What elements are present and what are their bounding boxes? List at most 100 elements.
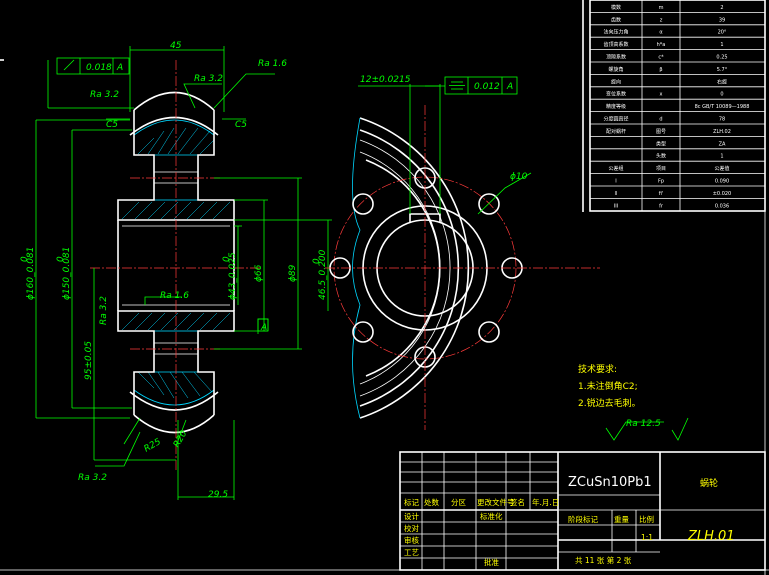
param-cell: 项目 bbox=[656, 166, 666, 172]
param-cell: fr bbox=[659, 203, 664, 209]
tb-date: 年.月.日 bbox=[532, 497, 559, 507]
dim-d89: ϕ89 bbox=[288, 264, 298, 282]
param-cell: d bbox=[659, 117, 662, 123]
roughness-bore: Ra 1.6 bbox=[160, 291, 189, 301]
param-cell: 分度圆直径 bbox=[603, 116, 628, 123]
param-cell: 配对蜗杆 bbox=[606, 128, 626, 135]
tb-biaoji: 标记 bbox=[404, 497, 419, 507]
param-cell: III bbox=[614, 203, 618, 209]
param-cell: fi' bbox=[659, 191, 664, 197]
param-cell: 0.090 bbox=[715, 179, 729, 185]
param-cell: ZLH.02 bbox=[713, 129, 731, 135]
hole-2 bbox=[478, 193, 500, 215]
dim-295: 29.5 bbox=[208, 490, 228, 500]
param-cell: 公差值 bbox=[714, 165, 729, 172]
param-cell: β bbox=[659, 67, 662, 73]
param-cell: 2 bbox=[720, 5, 723, 11]
param-cell: 头数 bbox=[656, 153, 666, 160]
datum-a-label: A bbox=[116, 63, 123, 73]
tb-wenjian: 更改文件号 bbox=[477, 497, 515, 507]
notes-title: 技术要求: bbox=[578, 363, 617, 375]
hole-dia: ϕ10 bbox=[510, 172, 528, 182]
notes-line2: 2.锐边去毛刺。 bbox=[578, 397, 641, 409]
param-cell: II bbox=[615, 191, 618, 197]
roughness-ra16: Ra 1.6 bbox=[258, 59, 287, 69]
roughness-ra125: Ra 12.5 bbox=[626, 419, 661, 429]
hole-4 bbox=[478, 321, 500, 343]
dim-d160-top: 0 bbox=[20, 256, 30, 262]
dim-d465: 46.5_0.200 bbox=[318, 249, 328, 300]
tb-weight: 重量 bbox=[614, 515, 629, 524]
dim-d150-top: 0 bbox=[56, 256, 66, 262]
datum-a-end: A bbox=[506, 82, 513, 92]
roughness-ra32-b: Ra 3.2 bbox=[194, 74, 223, 84]
tb-qianming: 签名 bbox=[510, 497, 525, 507]
chamfer-c5-left: C5 bbox=[106, 120, 118, 130]
param-cell: 螺旋角 bbox=[608, 66, 623, 73]
param-cell: 0.036 bbox=[715, 203, 729, 209]
dim-d43-top: 0 bbox=[222, 256, 232, 262]
param-cell: α bbox=[659, 30, 663, 36]
param-cell: 模数 bbox=[611, 4, 621, 11]
tol-symmetry-value: 0.012 bbox=[474, 82, 500, 92]
dim-d150: ϕ150_0.081 bbox=[62, 247, 72, 300]
roughness-ra32: Ra 3.2 bbox=[90, 90, 119, 100]
tb-chushu: 处数 bbox=[424, 497, 439, 507]
chamfer-c5-right: C5 bbox=[235, 120, 247, 130]
title-block-text: 标记 处数 分区 更改文件号 签名 年.月.日 设计 标准化 校对 审核 工艺 … bbox=[404, 475, 735, 567]
section-view bbox=[35, 46, 332, 500]
param-cell: 5.7° bbox=[717, 67, 728, 73]
param-cell: 顶隙系数 bbox=[606, 54, 626, 61]
dim-d160: ϕ160_0.081 bbox=[26, 247, 36, 300]
param-cell: ZA bbox=[719, 141, 726, 147]
param-cell: 8c GB/T 10089—1988 bbox=[695, 104, 750, 110]
title-block bbox=[399, 451, 766, 571]
tb-material: ZCuSn10Pb1 bbox=[568, 475, 652, 490]
end-view bbox=[325, 76, 689, 441]
dim-width-45: 45 bbox=[170, 41, 182, 51]
param-cell: h*a bbox=[657, 42, 666, 48]
tb-code: ZLH.01 bbox=[687, 529, 735, 544]
param-cell: 0 bbox=[720, 92, 723, 98]
datum-a-bore: A bbox=[260, 323, 267, 333]
dim-d43: ϕ43_0.025 bbox=[228, 252, 238, 300]
tol-flatness-value: 0.018 bbox=[86, 63, 112, 73]
tb-ratio: 比例 bbox=[639, 514, 654, 524]
tb-approve: 批准 bbox=[484, 557, 499, 567]
hole-6 bbox=[352, 321, 374, 343]
param-cell: 变位系数 bbox=[606, 91, 626, 98]
param-cell: c* bbox=[658, 55, 664, 61]
param-cell: I bbox=[615, 179, 616, 185]
param-cell: 右旋 bbox=[717, 78, 727, 85]
param-cell: 法向压力角 bbox=[603, 29, 628, 36]
tb-stage: 阶段标记 bbox=[568, 514, 598, 524]
param-cell: ±0.020 bbox=[713, 191, 732, 197]
param-cell: m bbox=[659, 5, 664, 11]
param-cell: 1 bbox=[720, 154, 723, 160]
param-cell: 类型 bbox=[656, 140, 666, 147]
dim-95: 95±0.05 bbox=[84, 341, 94, 380]
param-cell: 0.25 bbox=[716, 55, 727, 61]
param-cell: 齿顶高系数 bbox=[603, 41, 628, 48]
param-cell: 图号 bbox=[656, 129, 666, 135]
hole-7 bbox=[352, 193, 374, 215]
end-view-labels: 12±0.0215 0.012 A ϕ10 Ra 12.5 技术要求: 1.未注… bbox=[360, 75, 661, 429]
roughness-hub: Ra 3.2 bbox=[99, 296, 109, 325]
tb-checker: 校对 bbox=[404, 523, 419, 533]
tb-fenqu: 分区 bbox=[451, 498, 466, 507]
param-cell: 齿数 bbox=[611, 16, 621, 23]
tb-sheet: 共 11 张 第 2 张 bbox=[575, 555, 632, 565]
param-cell: 39 bbox=[719, 17, 725, 23]
tb-part-name: 蜗轮 bbox=[700, 477, 718, 489]
tb-review: 审核 bbox=[404, 535, 419, 545]
notes-line1: 1.未注倒角C2; bbox=[578, 380, 638, 392]
param-cell: 20° bbox=[718, 30, 727, 36]
param-cell: x bbox=[660, 92, 663, 98]
dim-d465-top: 0 bbox=[312, 258, 322, 264]
param-cell: 精度等级 bbox=[606, 103, 626, 110]
tb-process: 工艺 bbox=[404, 548, 419, 557]
tb-scale: 1:1 bbox=[641, 533, 653, 542]
dim-d66: ϕ66 bbox=[254, 264, 264, 282]
